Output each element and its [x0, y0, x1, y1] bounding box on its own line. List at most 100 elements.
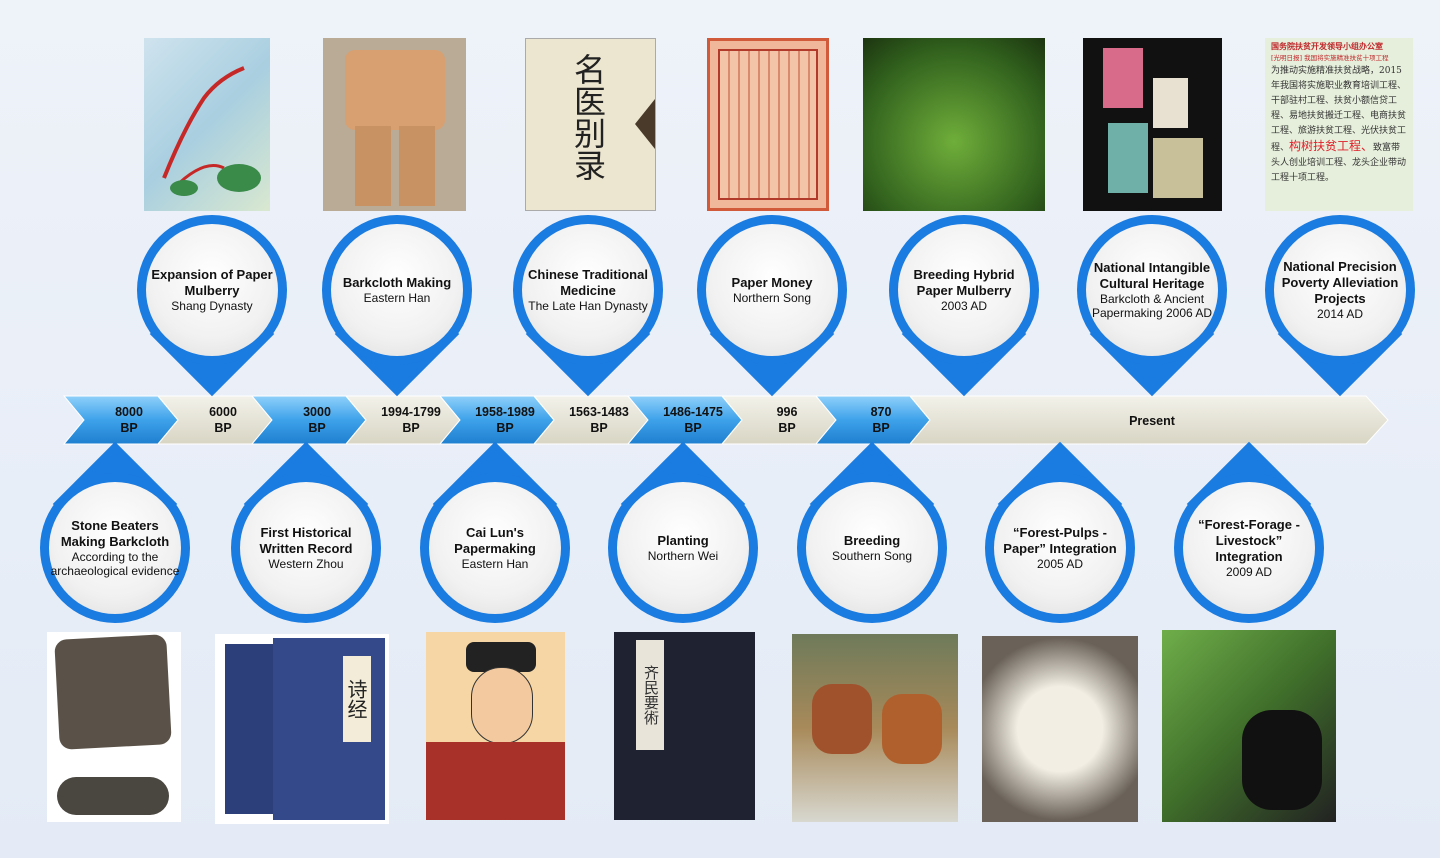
- event-title: Paper Money: [731, 275, 813, 290]
- date-unit: BP: [402, 421, 420, 435]
- event-title: “Forest-Pulps -Paper” Integration: [1003, 525, 1117, 556]
- event-title: National Precision Poverty Alleviation P…: [1281, 259, 1399, 306]
- book-title: 诗经: [343, 656, 371, 742]
- cattle-image: [792, 634, 958, 822]
- event-title: National Intangible Cultural Heritage: [1093, 260, 1211, 291]
- event-period: 2009 AD: [1225, 565, 1273, 579]
- notice-tail: 致富带头人创业培训工程、龙头企业带动工程十项工程。: [1271, 143, 1407, 183]
- date-value: 1486-1475: [663, 405, 723, 419]
- event-period: 2005 AD: [1036, 557, 1084, 571]
- event-period: Barkcloth & Ancient Papermaking 2006 AD: [1091, 292, 1213, 320]
- event-title: Planting: [657, 533, 709, 548]
- event-title: Chinese Traditional Medicine: [528, 267, 648, 298]
- notice-body: 为推动实施精准扶贫战略，2015年我国将实施职业教育培训工程、干部驻村工程、扶贫…: [1271, 66, 1407, 153]
- date-unit: BP: [684, 421, 702, 435]
- event-period: Southern Song: [831, 549, 913, 563]
- notice-header: 国务院扶贫开发领导小组办公室: [1271, 41, 1383, 51]
- barkcloth-garment-image: [323, 38, 466, 211]
- date-unit: BP: [590, 421, 608, 435]
- date-value: 1994-1799: [381, 405, 441, 419]
- event-title: Barkcloth Making: [342, 275, 452, 290]
- goats-image: [1162, 630, 1336, 822]
- notice-highlight: 构树扶贫工程、: [1289, 139, 1374, 153]
- event-title: Cai Lun's Papermaking: [454, 525, 536, 556]
- date-value: 996: [776, 405, 798, 419]
- mulberry-leaves-image: [863, 38, 1045, 211]
- date-unit: BP: [496, 421, 514, 435]
- event-period: Shang Dynasty: [171, 299, 253, 313]
- date-unit: BP: [778, 421, 796, 435]
- event-period: Northern Song: [732, 291, 812, 305]
- date-value: 6000: [209, 405, 237, 419]
- event-title: First Historical Written Record: [259, 525, 353, 556]
- date-unit: BP: [872, 421, 890, 435]
- map-image: [144, 38, 270, 211]
- event-period: Northern Wei: [647, 549, 719, 563]
- barkcloth-crafts-image: [1083, 38, 1222, 211]
- event-period: Western Zhou: [268, 557, 344, 571]
- book-title: 名医别录: [569, 53, 607, 181]
- event-title: “Forest-Forage -Livestock” Integration: [1198, 517, 1300, 564]
- event-period: Eastern Han: [363, 291, 431, 305]
- medicine-book-image: 名医别录: [525, 38, 656, 211]
- paper-money-image: [707, 38, 829, 211]
- event-title: Breeding Hybrid Paper Mulberry: [913, 267, 1015, 298]
- date-value: 1563-1483: [569, 405, 629, 419]
- date-value: 1958-1989: [475, 405, 535, 419]
- event-title: Expansion of Paper Mulberry: [151, 267, 273, 298]
- event-period: According to the archaeological evidence: [50, 550, 180, 578]
- date-unit: BP: [120, 421, 138, 435]
- cai-lun-portrait-image: [426, 632, 565, 820]
- event-period: 2014 AD: [1316, 307, 1364, 321]
- stone-beater-image: [47, 632, 181, 822]
- book-of-songs-image: 诗经: [215, 634, 389, 824]
- top-event-bubble: National Precision Poverty Alleviation P…: [1265, 215, 1415, 397]
- pulp-fiber-image: [982, 636, 1138, 822]
- event-period: The Late Han Dynasty: [528, 299, 648, 313]
- agriculture-book-image: 齐民要術: [614, 632, 755, 820]
- book-title: 齐民要術: [636, 640, 664, 750]
- bubble-content: National Precision Poverty Alleviation P…: [1274, 224, 1406, 356]
- event-title: Breeding: [843, 533, 901, 548]
- date-unit: BP: [214, 421, 232, 435]
- timeline-present-segment: [908, 395, 1389, 445]
- event-title: Stone Beaters Making Barkcloth: [60, 518, 170, 549]
- notice-subheader: [光明日报] 我国将实施精准扶贫十项工程: [1271, 54, 1389, 62]
- poverty-notice-image: 国务院扶贫开发领导小组办公室 [光明日报] 我国将实施精准扶贫十项工程 为推动实…: [1265, 38, 1413, 211]
- present-label: Present: [1129, 414, 1175, 428]
